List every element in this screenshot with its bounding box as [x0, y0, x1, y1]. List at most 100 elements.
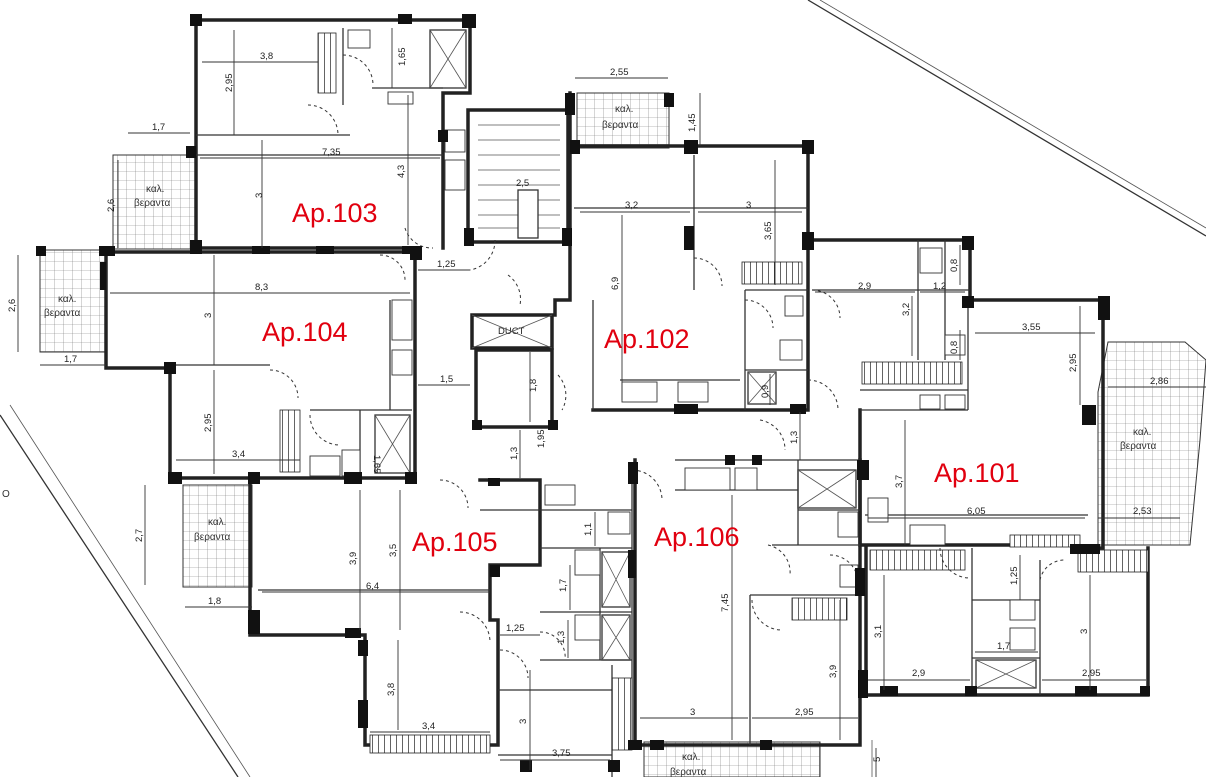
veranda-label: βεραντα: [1120, 441, 1156, 452]
dimension-label: 3,75: [552, 748, 571, 759]
apartment-label-104: Ap.104: [262, 317, 348, 347]
staircase: 2,5: [478, 124, 560, 239]
dimension-label: 3,4: [422, 721, 435, 732]
dimension-label: 3,1: [873, 625, 884, 638]
veranda-ap104: [39, 249, 107, 353]
columns: [36, 14, 1150, 772]
dimension-label: 1,7: [558, 579, 569, 592]
verandas: [39, 92, 1206, 777]
veranda-ap105: [182, 484, 253, 588]
dimension-label: 0,8: [949, 341, 960, 354]
veranda-label: καλ.: [146, 184, 164, 195]
veranda-label: καλ.: [58, 294, 76, 305]
veranda-label: καλ.: [208, 517, 226, 528]
dimension-label: 1,95: [536, 430, 547, 449]
dimension-label: 4,3: [396, 165, 407, 178]
veranda-label: βεραντα: [44, 308, 80, 319]
veranda-ap103: [112, 154, 196, 250]
dimension-label: 3,55: [1022, 322, 1041, 333]
veranda-ap102: [576, 92, 670, 149]
dimension-label: 3,8: [260, 51, 273, 62]
dimension-label: 3: [690, 707, 695, 718]
dimension-label: 3,65: [763, 222, 774, 241]
dimension-label: 3: [518, 719, 529, 724]
apartment-label-101: Ap.101: [934, 458, 1020, 488]
dimension-label: 1,5: [440, 374, 453, 385]
dimension-label: 3,2: [901, 303, 912, 316]
showers: [374, 29, 1037, 689]
veranda-label: βεραντα: [134, 198, 170, 209]
veranda-label: βεραντα: [602, 120, 638, 131]
dimension-label: 1,7: [64, 354, 77, 365]
dimension-label: 8,3: [255, 282, 268, 293]
dimension-label: 6,9: [610, 277, 621, 290]
dimension-label: 6,4: [366, 581, 379, 592]
dimension-label: 2,53: [1133, 506, 1152, 517]
dimension-label: 6,05: [967, 506, 986, 517]
veranda-ap106: [643, 741, 821, 777]
dimension-label: 0,9: [760, 385, 771, 398]
dimension-label: 3,5: [388, 544, 399, 557]
dimension-label: 3,9: [348, 552, 359, 565]
veranda-label: βεραντα: [670, 767, 706, 777]
dimension-label: 1,45: [687, 114, 698, 133]
dimension-label: 3,9: [828, 665, 839, 678]
dimension-label: 2,95: [203, 414, 214, 433]
dimension-label: 2,55: [610, 67, 629, 78]
veranda-label: καλ.: [1133, 427, 1151, 438]
dimension-label: 2,9: [912, 668, 925, 679]
dimension-label: 3,7: [894, 475, 905, 488]
dimension-label: 2,6: [7, 299, 18, 312]
dimension-label: 1,65: [371, 455, 382, 474]
balustrades: [279, 32, 1149, 754]
dimension-label: 1,8: [528, 379, 539, 392]
apartment-labels: Ap.101 Ap.102 Ap.103 Ap.104 Ap.105 Ap.10…: [262, 198, 1020, 557]
dimension-label: 1,25: [506, 623, 525, 634]
dimension-label: 1,3: [556, 631, 567, 644]
dimension-label: 3,8: [386, 683, 397, 696]
dimension-label: 2,6: [106, 199, 117, 212]
dimension-lines: [17, 28, 1206, 777]
dimension-label: 1,25: [1009, 567, 1020, 586]
dimension-label: 1,3: [509, 447, 520, 460]
veranda-label: καλ.: [615, 104, 633, 115]
apartment-label-106: Ap.106: [654, 522, 740, 552]
veranda-label: καλ.: [682, 752, 700, 763]
dimension-label: 3,2: [625, 200, 638, 211]
dimension-label: 2,7: [134, 529, 145, 542]
dimension-label: 2,86: [1150, 376, 1169, 387]
dimension-label: 1,8: [208, 596, 221, 607]
fixtures: [309, 29, 1036, 651]
dimension-label: 1,25: [437, 259, 456, 270]
dimension-label: 1,7: [152, 122, 165, 133]
veranda-ap101: [1097, 341, 1206, 546]
dimension-labels: 3,8 2,95 1,65 1,7 7,35 2,6 3 4,3 8,3 2,6…: [7, 48, 1169, 763]
doors: [269, 54, 1066, 679]
dimension-label: 7,45: [720, 594, 731, 613]
dimension-label: 3: [254, 193, 265, 198]
dimension-label: 2,95: [1082, 668, 1101, 679]
dimension-label: 1,7: [997, 641, 1010, 652]
dimension-label: 1,65: [397, 48, 408, 67]
apartment-label-103: Ap.103: [292, 198, 378, 228]
dimension-label: 1,2: [933, 281, 946, 292]
veranda-labels: καλ. βεραντα καλ. βεραντα καλ. βεραντα κ…: [44, 104, 1156, 777]
apartment-label-102: Ap.102: [604, 324, 690, 354]
dimension-label: 2,9: [858, 281, 871, 292]
dimension-label: 3,4: [232, 449, 245, 460]
dimension-label: 3: [203, 313, 214, 318]
dimension-label: 1,1: [583, 523, 594, 536]
dimension-label: 1,3: [789, 431, 800, 444]
dimension-label: 2,95: [795, 707, 814, 718]
dimension-label: 3: [1079, 629, 1090, 634]
dimension-label: 5: [872, 757, 883, 762]
veranda-label: βεραντα: [194, 532, 230, 543]
apartment-label-105: Ap.105: [412, 527, 498, 557]
dimension-label: 7,35: [322, 147, 341, 158]
dimension-label: 2,95: [1068, 354, 1079, 373]
dimension-label: 2,95: [224, 74, 235, 93]
dimension-label: 3: [746, 200, 751, 211]
dimension-label: 0,8: [949, 259, 960, 272]
